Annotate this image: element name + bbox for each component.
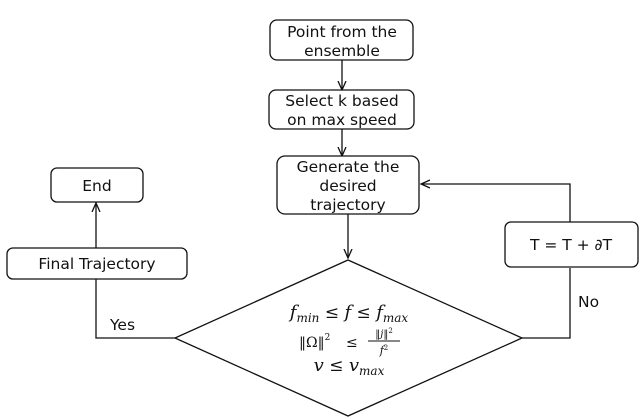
arrow-update-to-generate xyxy=(421,184,571,222)
node-point-from-ensemble: Point from the ensemble xyxy=(269,19,414,61)
arrow-decision-yes-to-final xyxy=(95,279,175,339)
node-generate-line3: trajectory xyxy=(310,196,385,214)
node-update-t-label: T = T + ∂T xyxy=(529,236,613,254)
decision-condition-velocity: v ≤ vmax xyxy=(314,355,385,378)
node-update-t: T = T + ∂T xyxy=(504,221,639,268)
node-select-k-line1: Select k based xyxy=(285,92,398,110)
decision-condition-omega: ‖Ω‖2 ≤ ‖j‖2 f2 xyxy=(299,327,400,357)
node-final-trajectory-label: Final Trajectory xyxy=(38,255,155,273)
node-generate-line2: desired xyxy=(319,177,376,195)
svg-text:f2: f2 xyxy=(379,344,389,357)
svg-text:≤: ≤ xyxy=(346,335,358,351)
decision-condition-frequency: fmin ≤ f ≤ fmax xyxy=(288,302,409,325)
node-select-k-line2: on max speed xyxy=(287,111,397,129)
svg-text:‖Ω‖2: ‖Ω‖2 xyxy=(299,333,330,351)
node-final-trajectory: Final Trajectory xyxy=(6,247,188,280)
node-end: End xyxy=(50,167,144,203)
node-point-from-ensemble-line1: Point from the xyxy=(287,23,397,41)
node-generate-line1: Generate the xyxy=(297,158,400,176)
edge-label-yes: Yes xyxy=(109,316,135,334)
node-point-from-ensemble-line2: ensemble xyxy=(304,42,380,60)
connectors xyxy=(95,60,571,339)
node-end-label: End xyxy=(82,177,111,195)
node-generate-trajectory: Generate the desired trajectory xyxy=(276,155,420,215)
arrow-decision-no-to-update xyxy=(522,268,571,339)
node-select-k: Select k based on max speed xyxy=(268,89,415,130)
edge-label-no: No xyxy=(578,293,599,311)
decision-diamond: fmin ≤ f ≤ fmax ‖Ω‖2 ≤ ‖j‖2 f2 v ≤ vmax xyxy=(173,259,524,417)
